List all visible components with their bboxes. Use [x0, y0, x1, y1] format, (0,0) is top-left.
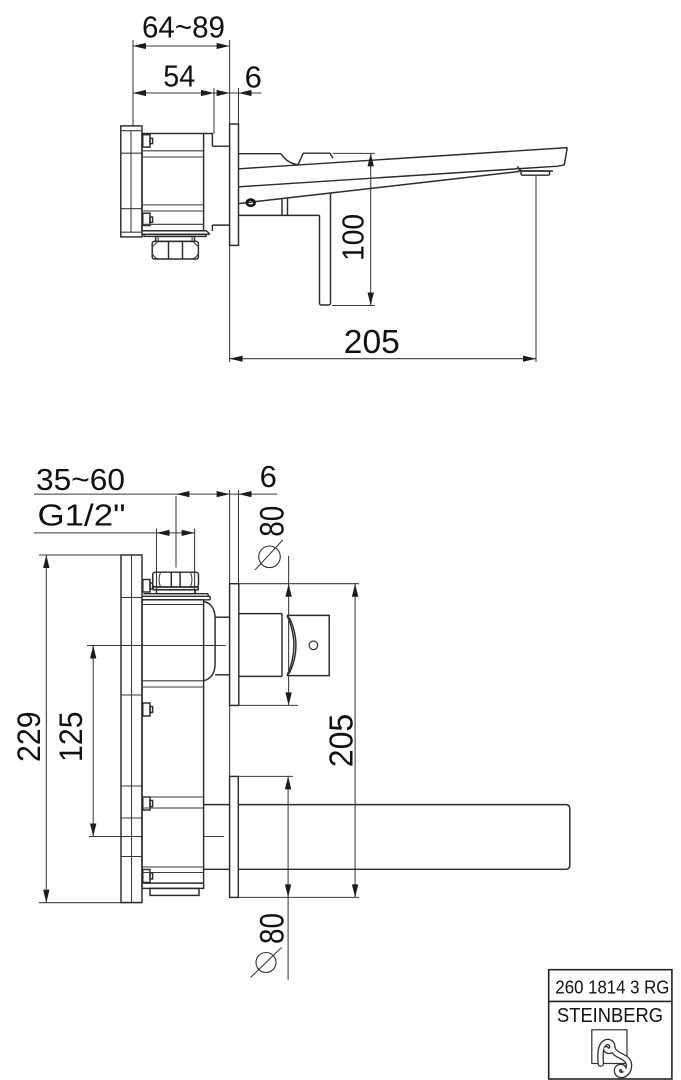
svg-text:125: 125: [53, 711, 89, 762]
svg-text:STEINBERG: STEINBERG: [557, 1004, 663, 1027]
svg-text:6: 6: [245, 60, 262, 95]
svg-text:260 1814 3 RG: 260 1814 3 RG: [555, 976, 669, 997]
svg-text:54: 54: [163, 59, 195, 94]
svg-text:205: 205: [323, 714, 360, 768]
svg-text:64~89: 64~89: [142, 10, 225, 45]
svg-text:80: 80: [254, 506, 292, 537]
svg-text:G1/2": G1/2": [38, 497, 126, 532]
svg-text:100: 100: [336, 214, 371, 261]
svg-text:229: 229: [11, 711, 47, 762]
svg-text:80: 80: [254, 913, 292, 944]
svg-text:6: 6: [260, 459, 277, 494]
svg-text:205: 205: [344, 323, 400, 360]
svg-text:35~60: 35~60: [36, 462, 125, 497]
